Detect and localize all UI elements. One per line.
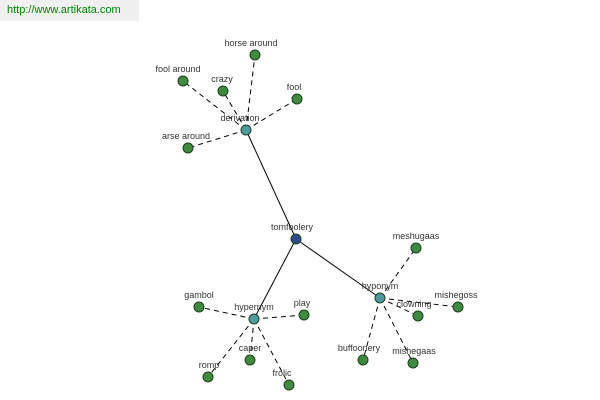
relation-node-dot[interactable] [374,292,386,304]
word-node-mishegaas[interactable]: mishegaas [392,346,436,369]
word-node-caper[interactable]: caper [239,343,262,366]
edge-hypernym-romp [207,318,255,378]
edge-hyponym-buffoonery [362,297,381,361]
word-node-arse-around[interactable]: arse around [162,131,210,154]
word-node-dot[interactable] [217,85,229,97]
edge-hypernym-frolic [253,318,290,386]
word-node-buffoonery[interactable]: buffoonery [338,343,381,366]
edge-hyponym-mishegaas [379,297,414,364]
graph-edges [182,54,459,386]
word-node-dot[interactable] [452,301,464,313]
word-node-horse-around[interactable]: horse around [224,38,278,61]
center-node-tomfoolery[interactable]: tomfoolery [271,222,314,245]
word-node-crazy[interactable]: crazy [211,74,233,97]
word-node-dot[interactable] [283,379,295,391]
edge-tomfoolery-hypernym [253,238,297,320]
word-node-label: fool [287,82,302,92]
relation-node-label: hypernym [234,302,274,312]
word-node-dot[interactable] [202,371,214,383]
center-node-dot[interactable] [290,233,302,245]
word-node-dot[interactable] [182,142,194,154]
word-node-label: buffoonery [338,343,381,353]
word-node-label: clowning [396,299,431,309]
word-node-clowning[interactable]: clowning [396,299,432,322]
word-node-label: caper [239,343,262,353]
edge-derivation-arse-around [187,129,247,149]
word-node-label: horse around [224,38,277,48]
word-node-dot[interactable] [357,354,369,366]
edge-derivation-fool-around [182,80,247,131]
word-node-romp[interactable]: romp [199,360,220,383]
word-node-dot[interactable] [410,242,422,254]
url-banner: http://www.artikata.com [0,0,139,21]
site-url-link[interactable]: http://www.artikata.com [7,4,121,16]
word-node-fool-around[interactable]: fool around [155,64,201,87]
edge-hyponym-mishegoss [379,297,459,308]
word-node-dot[interactable] [193,301,205,313]
word-node-frolic[interactable]: frolic [272,368,295,391]
edge-hypernym-gambol [198,306,255,320]
edge-tomfoolery-hyponym [295,238,381,299]
edge-hyponym-clowning [379,297,419,317]
edge-tomfoolery-derivation [245,129,297,240]
word-node-meshugaas[interactable]: meshugaas [393,231,440,254]
edge-derivation-crazy [222,90,247,131]
edge-hypernym-caper [249,318,255,361]
edge-hyponym-meshugaas [379,247,417,299]
word-node-label: crazy [211,74,233,84]
word-node-gambol[interactable]: gambol [184,290,214,313]
relation-node-hyponym[interactable]: hyponym [362,281,399,304]
word-node-dot[interactable] [407,357,419,369]
word-node-label: mishegaas [392,346,436,356]
word-node-label: fool around [155,64,200,74]
relation-node-label: hyponym [362,281,399,291]
word-node-label: gambol [184,290,214,300]
word-node-dot[interactable] [244,354,256,366]
relation-node-hypernym[interactable]: hypernym [234,302,274,325]
word-node-label: meshugaas [393,231,440,241]
center-node-label: tomfoolery [271,222,314,232]
word-node-label: mishegoss [434,290,478,300]
word-node-label: romp [199,360,220,370]
word-node-label: arse around [162,131,210,141]
word-node-dot[interactable] [298,309,310,321]
graph-nodes: horse around fool around crazy fool arse aro… [155,38,478,391]
word-node-mishegoss[interactable]: mishegoss [434,290,478,313]
word-node-dot[interactable] [177,75,189,87]
word-node-label: play [294,298,311,308]
relation-node-dot[interactable] [240,124,252,136]
word-node-dot[interactable] [249,49,261,61]
word-node-dot[interactable] [412,310,424,322]
word-node-play[interactable]: play [294,298,311,321]
relation-node-dot[interactable] [248,313,260,325]
relation-node-label: derivation [220,113,259,123]
edge-derivation-fool [245,98,298,131]
word-node-dot[interactable] [291,93,303,105]
edge-derivation-horse-around [245,54,256,131]
relation-node-derivation[interactable]: derivation [220,113,260,136]
edge-hypernym-play [253,314,305,320]
word-node-fool[interactable]: fool [287,82,303,105]
word-node-label: frolic [272,368,292,378]
